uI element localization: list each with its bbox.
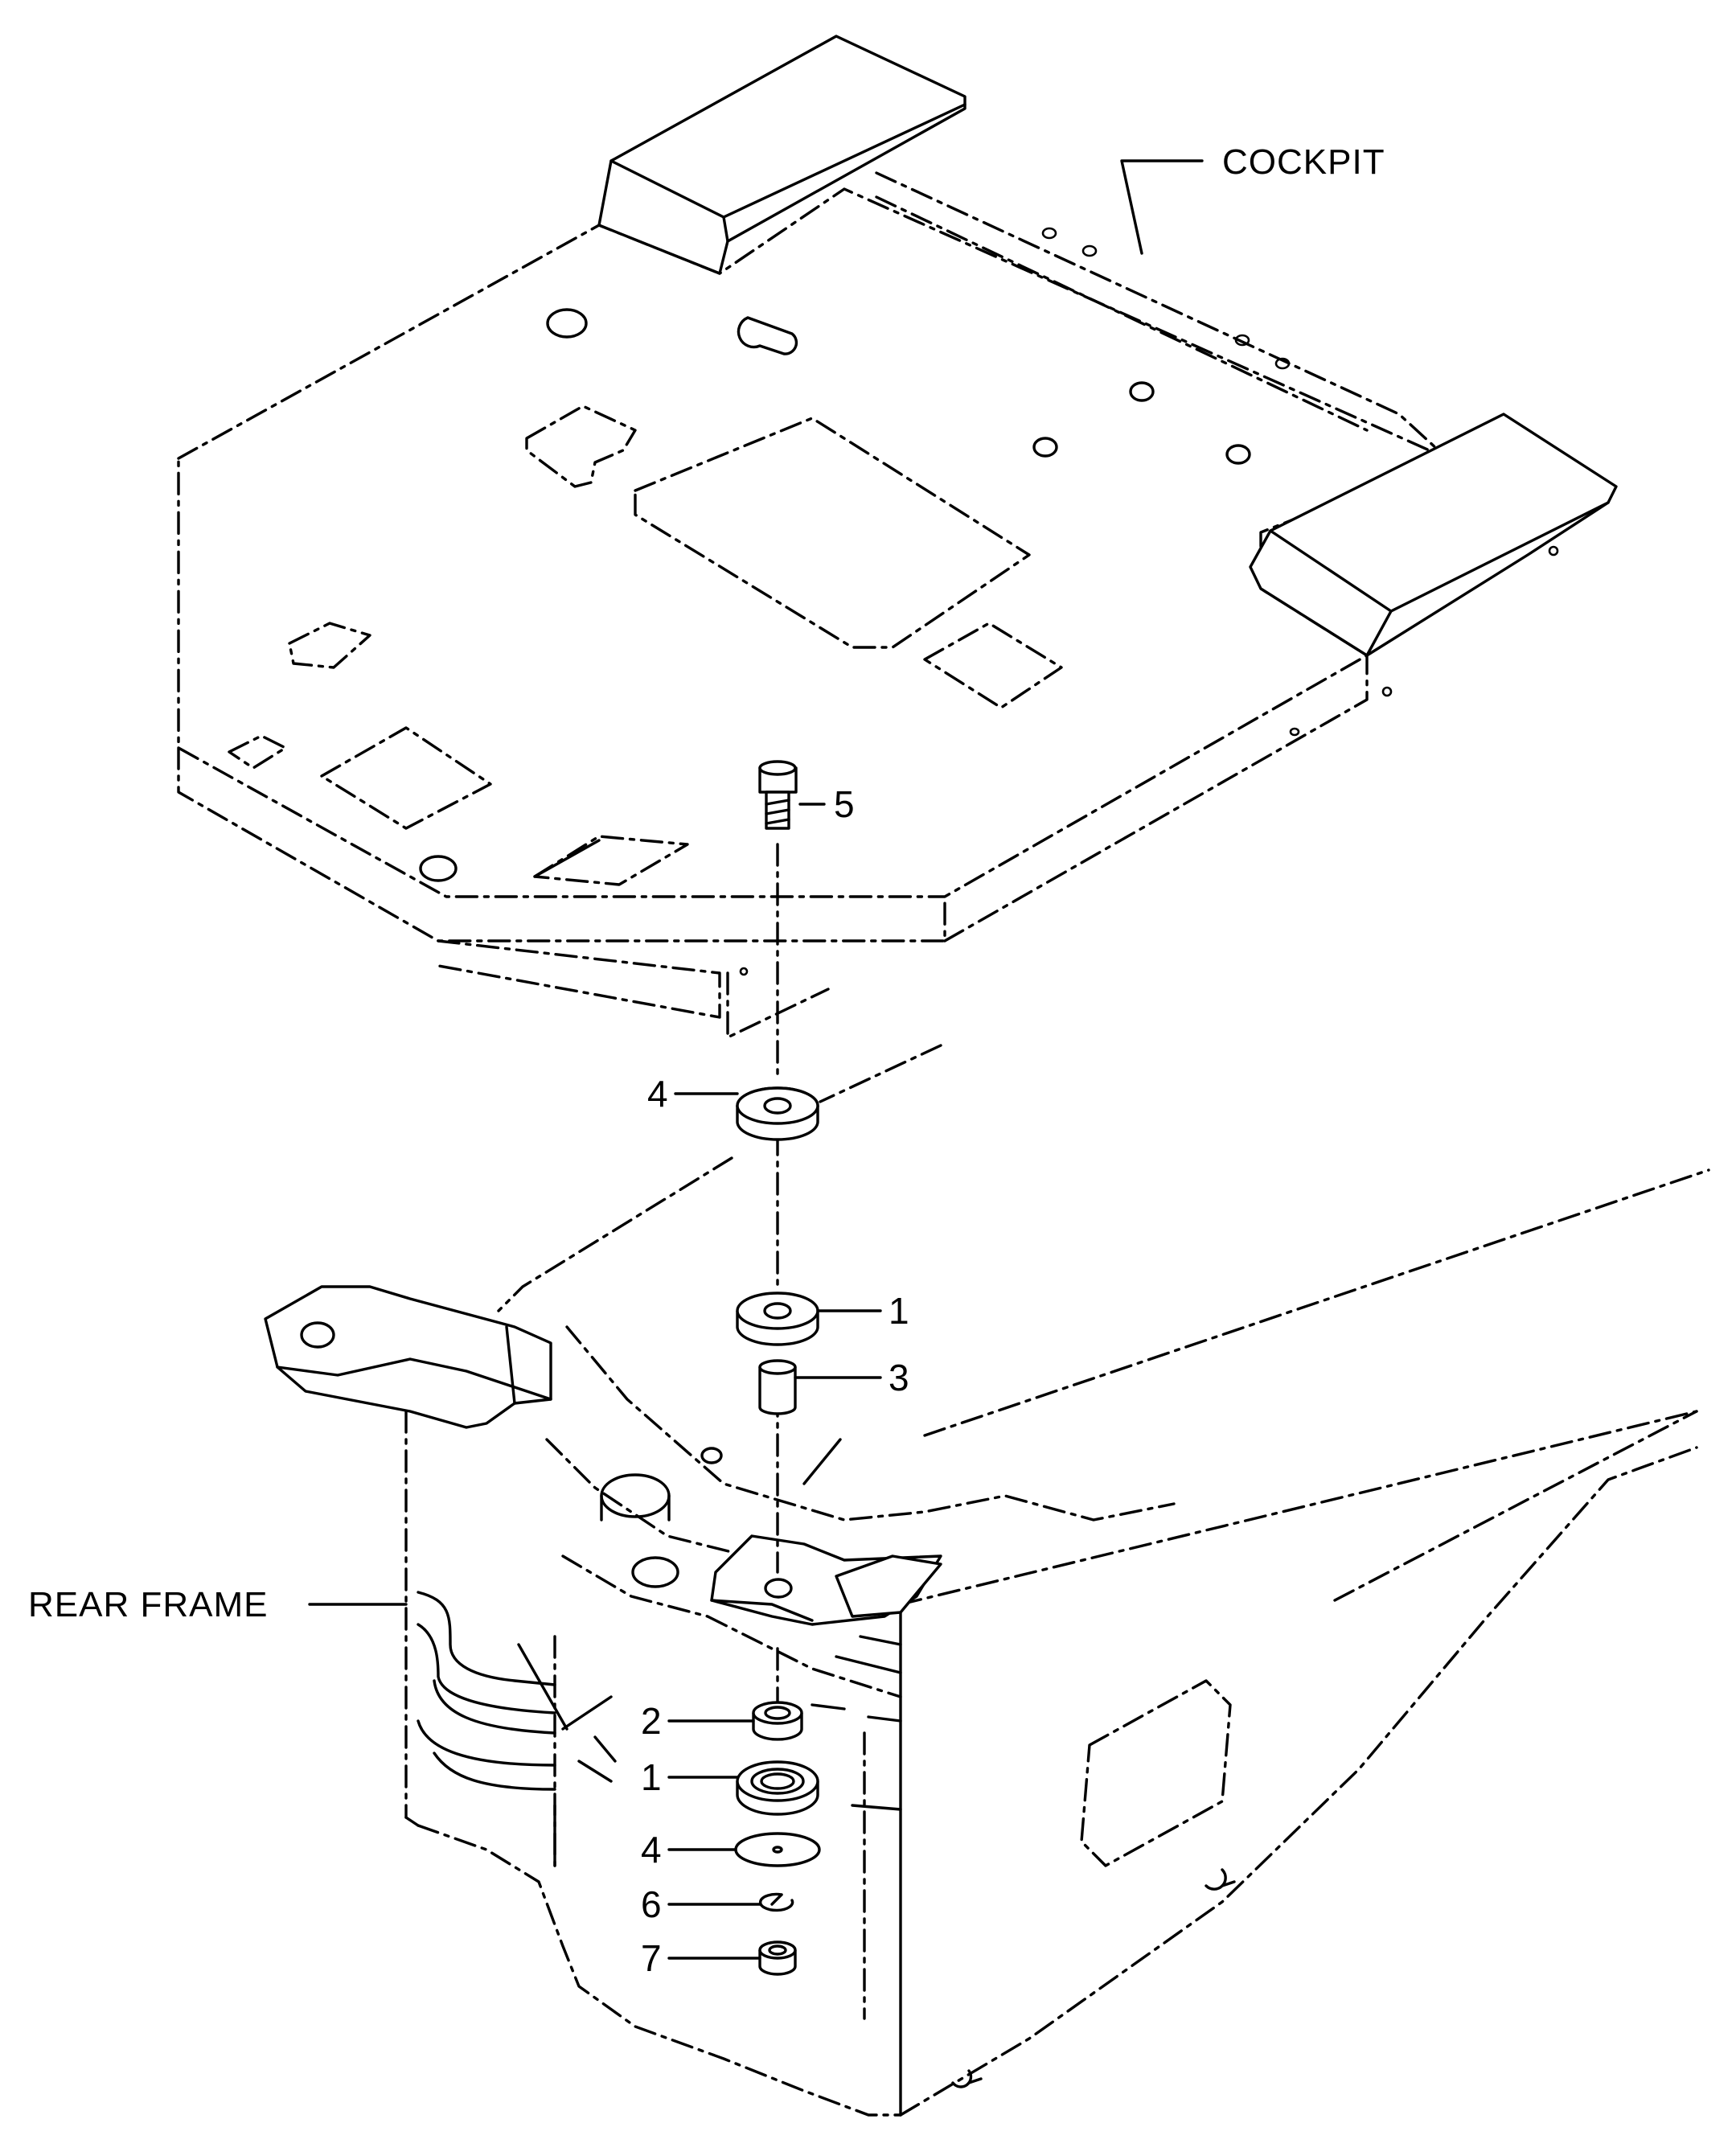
lower-washer-part — [734, 1832, 821, 1867]
spacer-sleeve-part — [758, 1359, 797, 1415]
callout-5: 5 — [834, 783, 855, 825]
callout-7: 7 — [641, 1937, 662, 1979]
callout-3: 3 — [889, 1357, 909, 1398]
callout-1-upper: 1 — [889, 1290, 909, 1332]
upper-washer-part — [736, 1086, 819, 1141]
callout-4-upper: 4 — [647, 1073, 668, 1115]
upper-rubber-mount-part — [736, 1292, 819, 1346]
rear-frame — [264, 1044, 1710, 2117]
callout-1-lower: 1 — [641, 1756, 662, 1798]
callout-4-lower: 4 — [641, 1829, 662, 1871]
lock-washer-part — [758, 1892, 794, 1912]
callout-2: 2 — [641, 1700, 662, 1742]
bushing-part — [752, 1701, 803, 1741]
bolt-part — [758, 760, 798, 830]
leader-lines — [308, 159, 1204, 1960]
nut-part — [758, 1940, 797, 1976]
cockpit-floor-plate — [177, 35, 1618, 1039]
lower-rubber-mount-part — [736, 1760, 819, 1816]
callout-6: 6 — [641, 1883, 662, 1925]
rear-frame-label: REAR FRAME — [28, 1585, 268, 1624]
cockpit-label: COCKPIT — [1222, 142, 1385, 182]
